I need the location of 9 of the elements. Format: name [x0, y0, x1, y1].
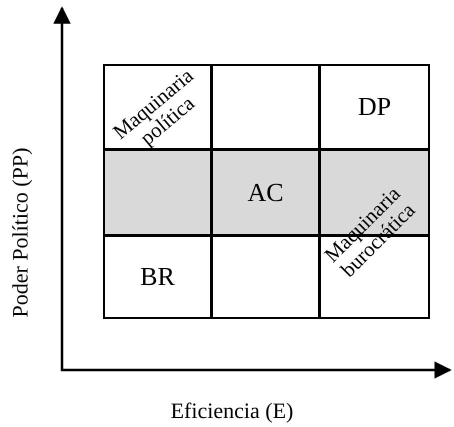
cell-label: BR [140, 264, 175, 290]
grid-cell [211, 235, 320, 319]
grid-cell [103, 149, 212, 236]
axis-title: Eficiencia (E) [170, 398, 294, 422]
grid-cell [211, 149, 320, 236]
cell-label: AC [247, 180, 284, 206]
axis-title: Poder Político (PP) [8, 146, 32, 319]
cell-label: DP [358, 94, 392, 120]
grid-cell [103, 235, 212, 319]
